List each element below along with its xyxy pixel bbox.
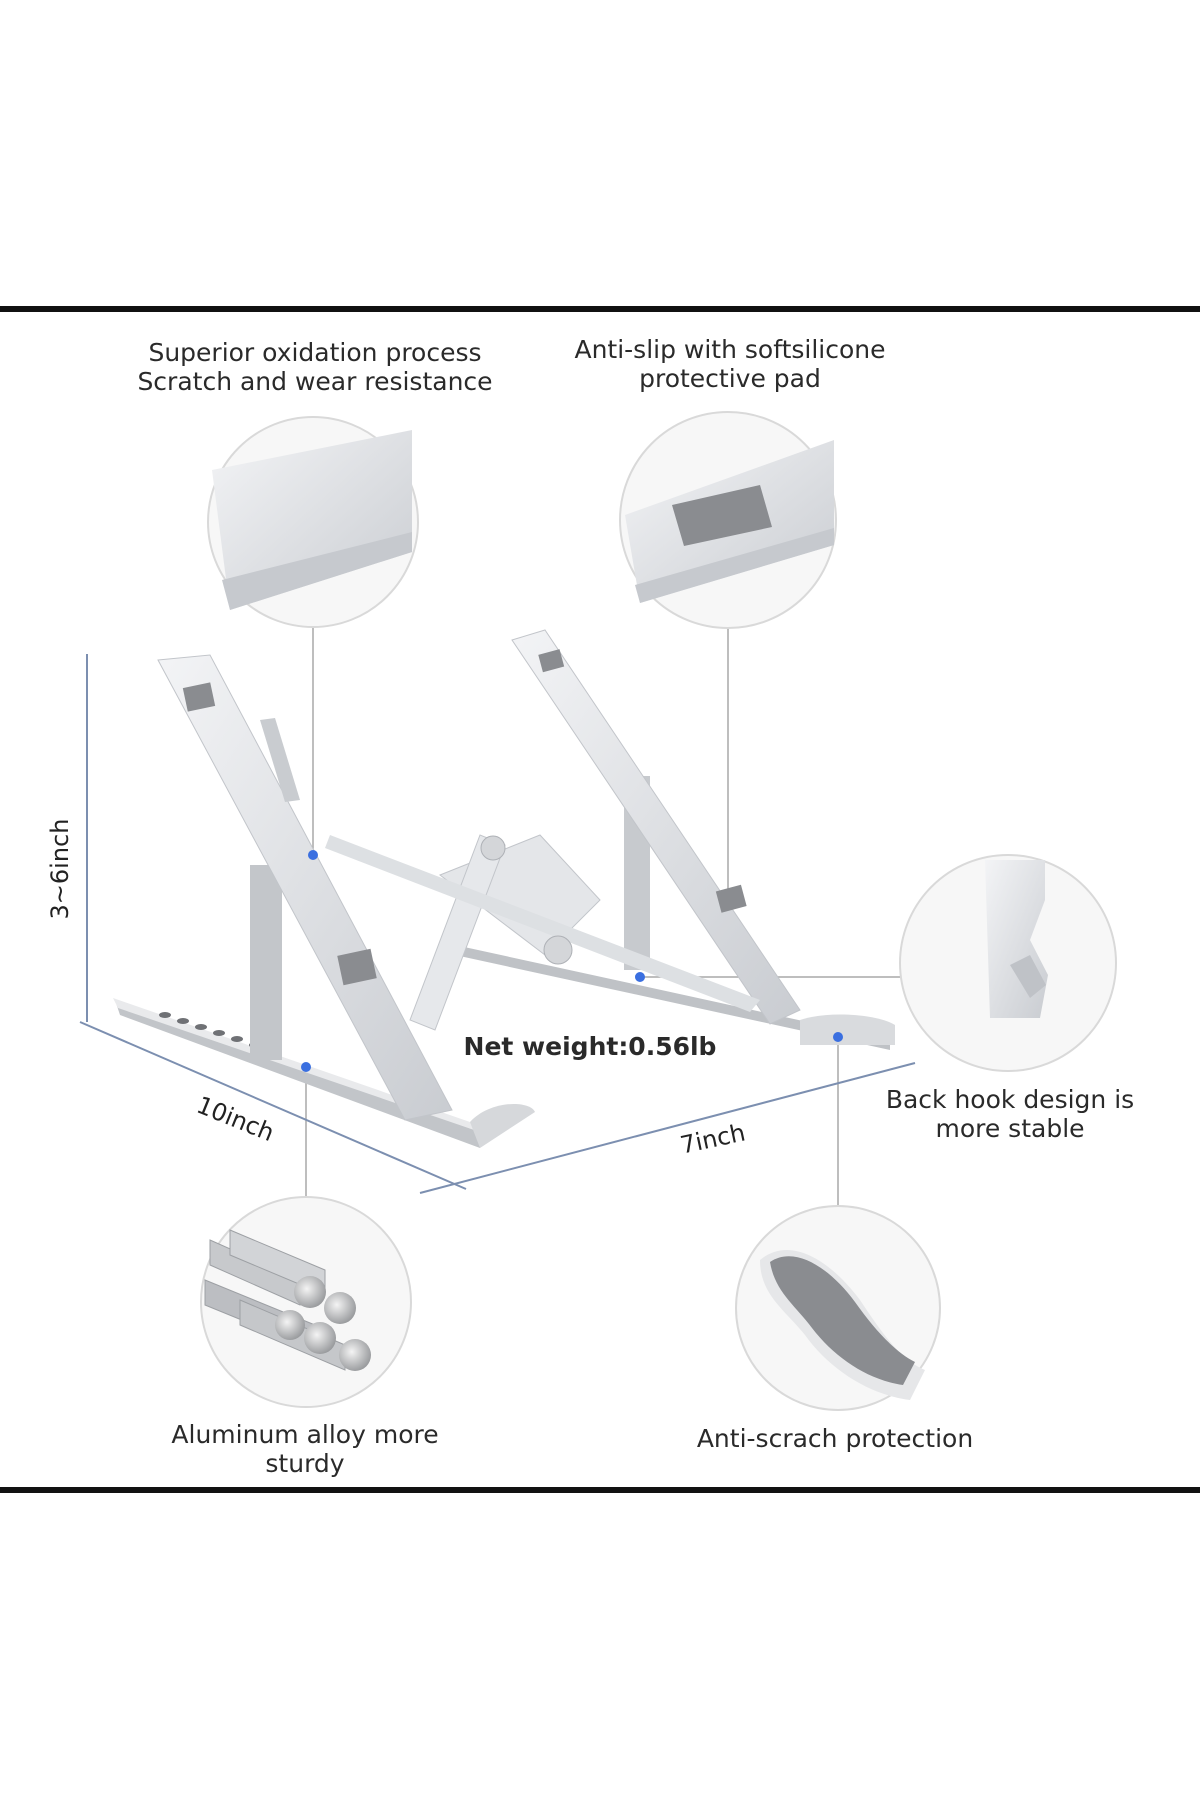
leader-lines bbox=[305, 627, 900, 1206]
bottom-rule bbox=[0, 1487, 1200, 1493]
net-weight: Net weight:0.56lb bbox=[463, 1032, 717, 1061]
label-antiscratch: Anti-scrach protection bbox=[696, 1424, 974, 1453]
label-backhook: Back hook design is more stable bbox=[885, 1085, 1135, 1143]
detail-circle-pad bbox=[619, 411, 837, 629]
dim-height: 3~6inch bbox=[46, 818, 74, 920]
detail-circle-foot bbox=[735, 1205, 941, 1411]
detail-circle-surface bbox=[207, 416, 419, 628]
label-oxidation: Superior oxidation process Scratch and w… bbox=[137, 338, 493, 396]
detail-circle-rods bbox=[200, 1196, 412, 1408]
laptop-stand bbox=[113, 629, 895, 1148]
top-rule bbox=[0, 306, 1200, 312]
dimension-lines bbox=[79, 654, 916, 1194]
label-antislip: Anti-slip with softsilicone protective p… bbox=[574, 335, 886, 393]
label-aluminum: Aluminum alloy more sturdy bbox=[171, 1420, 439, 1478]
detail-circle-hook bbox=[899, 854, 1117, 1072]
